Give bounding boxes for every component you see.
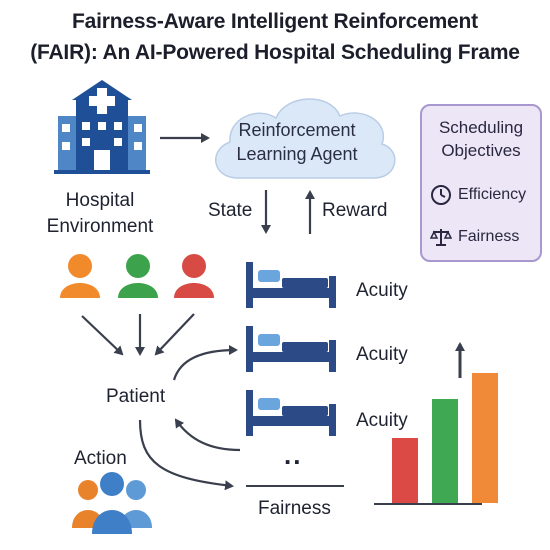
bed-acuity-label: Acuity [356,280,408,301]
scales-icon [430,229,452,246]
rl-agent-label: Reinforcement Learning Agent [236,120,358,164]
patient-person-green [118,254,158,298]
more-beds-ellipsis: .. [284,440,303,470]
fairness-bar [432,399,458,503]
fairness-bar-chart [392,373,498,503]
patient-person-orange [60,254,100,298]
hospital-environment-label: Hospital Environment [46,190,154,237]
action-label: Action [74,448,127,469]
action-group-icon [72,472,152,534]
arrow-patient-to-bed [172,345,238,381]
title-line-2: (FAIR): An AI-Powered Hospital Schedulin… [30,41,520,64]
bed-icon [246,326,336,372]
state-label: State [208,200,253,221]
arrow-bed-to-patient [174,418,241,452]
patient-label: Patient [106,386,166,407]
title-line-1: Fairness-Aware Intelligent Reinforcement [72,10,478,33]
hospital-icon [54,80,150,174]
fairness-bar [472,373,498,503]
scheduling-objectives-panel: Scheduling Objectives Efficiency Fairnes… [420,104,542,262]
fairness-label: Fairness [258,498,331,519]
arrow-person3-to-patient [154,313,195,356]
diagram-title: Fairness-Aware Intelligent Reinforcement… [0,6,550,68]
bed-acuity-label: Acuity [356,410,408,431]
cloud-icon [214,98,396,179]
reward-label: Reward [322,200,388,221]
bed-icon [246,262,336,308]
fairness-bar [392,438,418,503]
bed-acuity-label: Acuity [356,344,408,365]
objective-fairness: Fairness [430,226,519,248]
objectives-title: Scheduling Objectives [438,118,524,160]
clock-icon [431,185,451,205]
patient-person-red [174,254,214,298]
bed-icon [246,390,336,436]
arrow-action-to-fairness [138,419,234,491]
arrow-person1-to-patient [81,315,124,356]
objective-efficiency: Efficiency [430,184,526,206]
